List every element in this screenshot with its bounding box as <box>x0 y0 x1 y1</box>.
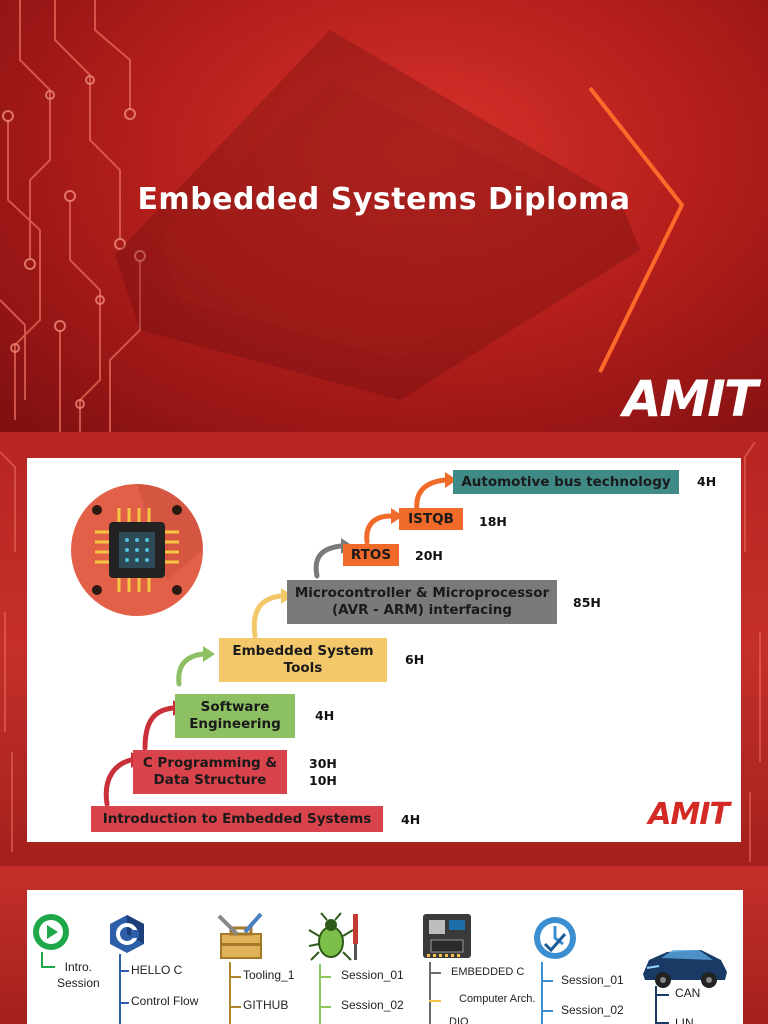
avr-board-icon <box>423 914 471 958</box>
branch-line <box>41 952 43 968</box>
title-slide: Embedded Systems Diploma AMIT <box>0 0 768 432</box>
hours-embedded-tools: 6H <box>405 652 425 667</box>
branch-line <box>429 962 431 1024</box>
branch-line <box>41 966 55 968</box>
col7-item-2: LIN <box>675 1016 694 1024</box>
col5-item-3: DIO <box>449 1016 469 1024</box>
amit-logo: AMIT <box>648 797 730 832</box>
branch-line <box>541 962 543 1024</box>
branch-line <box>319 976 331 978</box>
hours-software-engineering: 4H <box>315 708 335 723</box>
branch-line <box>319 1006 331 1008</box>
presentation-title: Embedded Systems Diploma <box>137 182 631 217</box>
step-intro-embedded: Introduction to Embedded Systems <box>91 806 383 832</box>
branch-line <box>429 972 441 974</box>
col2-item-2: Control Flow <box>131 994 199 1008</box>
microchip-icon <box>71 484 203 616</box>
roadmap-slide: Intro. Session HELLO C Control Flow Tool… <box>0 866 768 1024</box>
branch-line <box>655 986 657 1024</box>
curriculum-panel: Introduction to Embedded Systems 4H C Pr… <box>27 458 741 842</box>
hours-istqb: 18H <box>479 514 507 529</box>
hours-intro-embedded: 4H <box>401 812 421 827</box>
curriculum-slide: Introduction to Embedded Systems 4H C Pr… <box>0 432 768 866</box>
step-software-engineering: Software Engineering <box>175 694 295 738</box>
step-rtos: RTOS <box>343 544 399 566</box>
col2-item-1: HELLO C <box>131 963 183 977</box>
step-automotive-bus: Automotive bus technology <box>453 470 679 494</box>
col1-item-1: Intro. Session <box>57 960 100 990</box>
step-c-programming: C Programming & Data Structure <box>133 750 287 794</box>
step-microcontroller: Microcontroller & Microprocessor (AVR - … <box>287 580 557 624</box>
hours-rtos: 20H <box>415 548 443 563</box>
col4-item-2: Session_02 <box>341 998 404 1012</box>
branch-line <box>119 1002 129 1004</box>
col4-item-1: Session_01 <box>341 968 404 982</box>
col5-item-1: EMBEDDED C <box>451 966 525 978</box>
branch-line <box>541 1010 553 1012</box>
bug-icon <box>308 912 358 961</box>
hours-automotive-bus: 4H <box>697 474 717 489</box>
amit-logo: AMIT <box>622 370 758 428</box>
hours-c-programming: 30H 10H <box>309 756 337 788</box>
toolbox-icon <box>217 912 263 959</box>
branch-line <box>319 964 321 1024</box>
branch-line <box>429 1000 441 1002</box>
c-language-icon <box>110 915 144 953</box>
clock-icon <box>534 917 576 959</box>
circuit-decoration <box>0 0 685 432</box>
branch-line <box>655 994 669 996</box>
branch-line <box>119 970 129 972</box>
branch-line <box>541 980 553 982</box>
branch-line <box>655 1022 669 1024</box>
branch-line <box>229 1006 241 1008</box>
col6-item-1: Session_01 <box>561 973 624 987</box>
col3-item-2: GITHUB <box>243 998 289 1012</box>
car-icon <box>643 950 727 988</box>
col6-item-2: Session_02 <box>561 1003 624 1017</box>
hours-microcontroller: 85H <box>573 595 601 610</box>
branch-line <box>229 976 241 978</box>
circuit-decoration <box>0 441 761 862</box>
roadmap-panel: Intro. Session HELLO C Control Flow Tool… <box>27 890 743 1024</box>
col5-item-2: Computer Arch. <box>459 993 536 1005</box>
play-icon <box>33 914 69 950</box>
step-istqb: ISTQB <box>399 508 463 530</box>
branch-line <box>229 962 231 1024</box>
step-embedded-tools: Embedded System Tools <box>219 638 387 682</box>
branch-line <box>119 954 121 1024</box>
col3-item-1: Tooling_1 <box>243 968 295 982</box>
col7-item-1: CAN <box>675 986 701 1000</box>
